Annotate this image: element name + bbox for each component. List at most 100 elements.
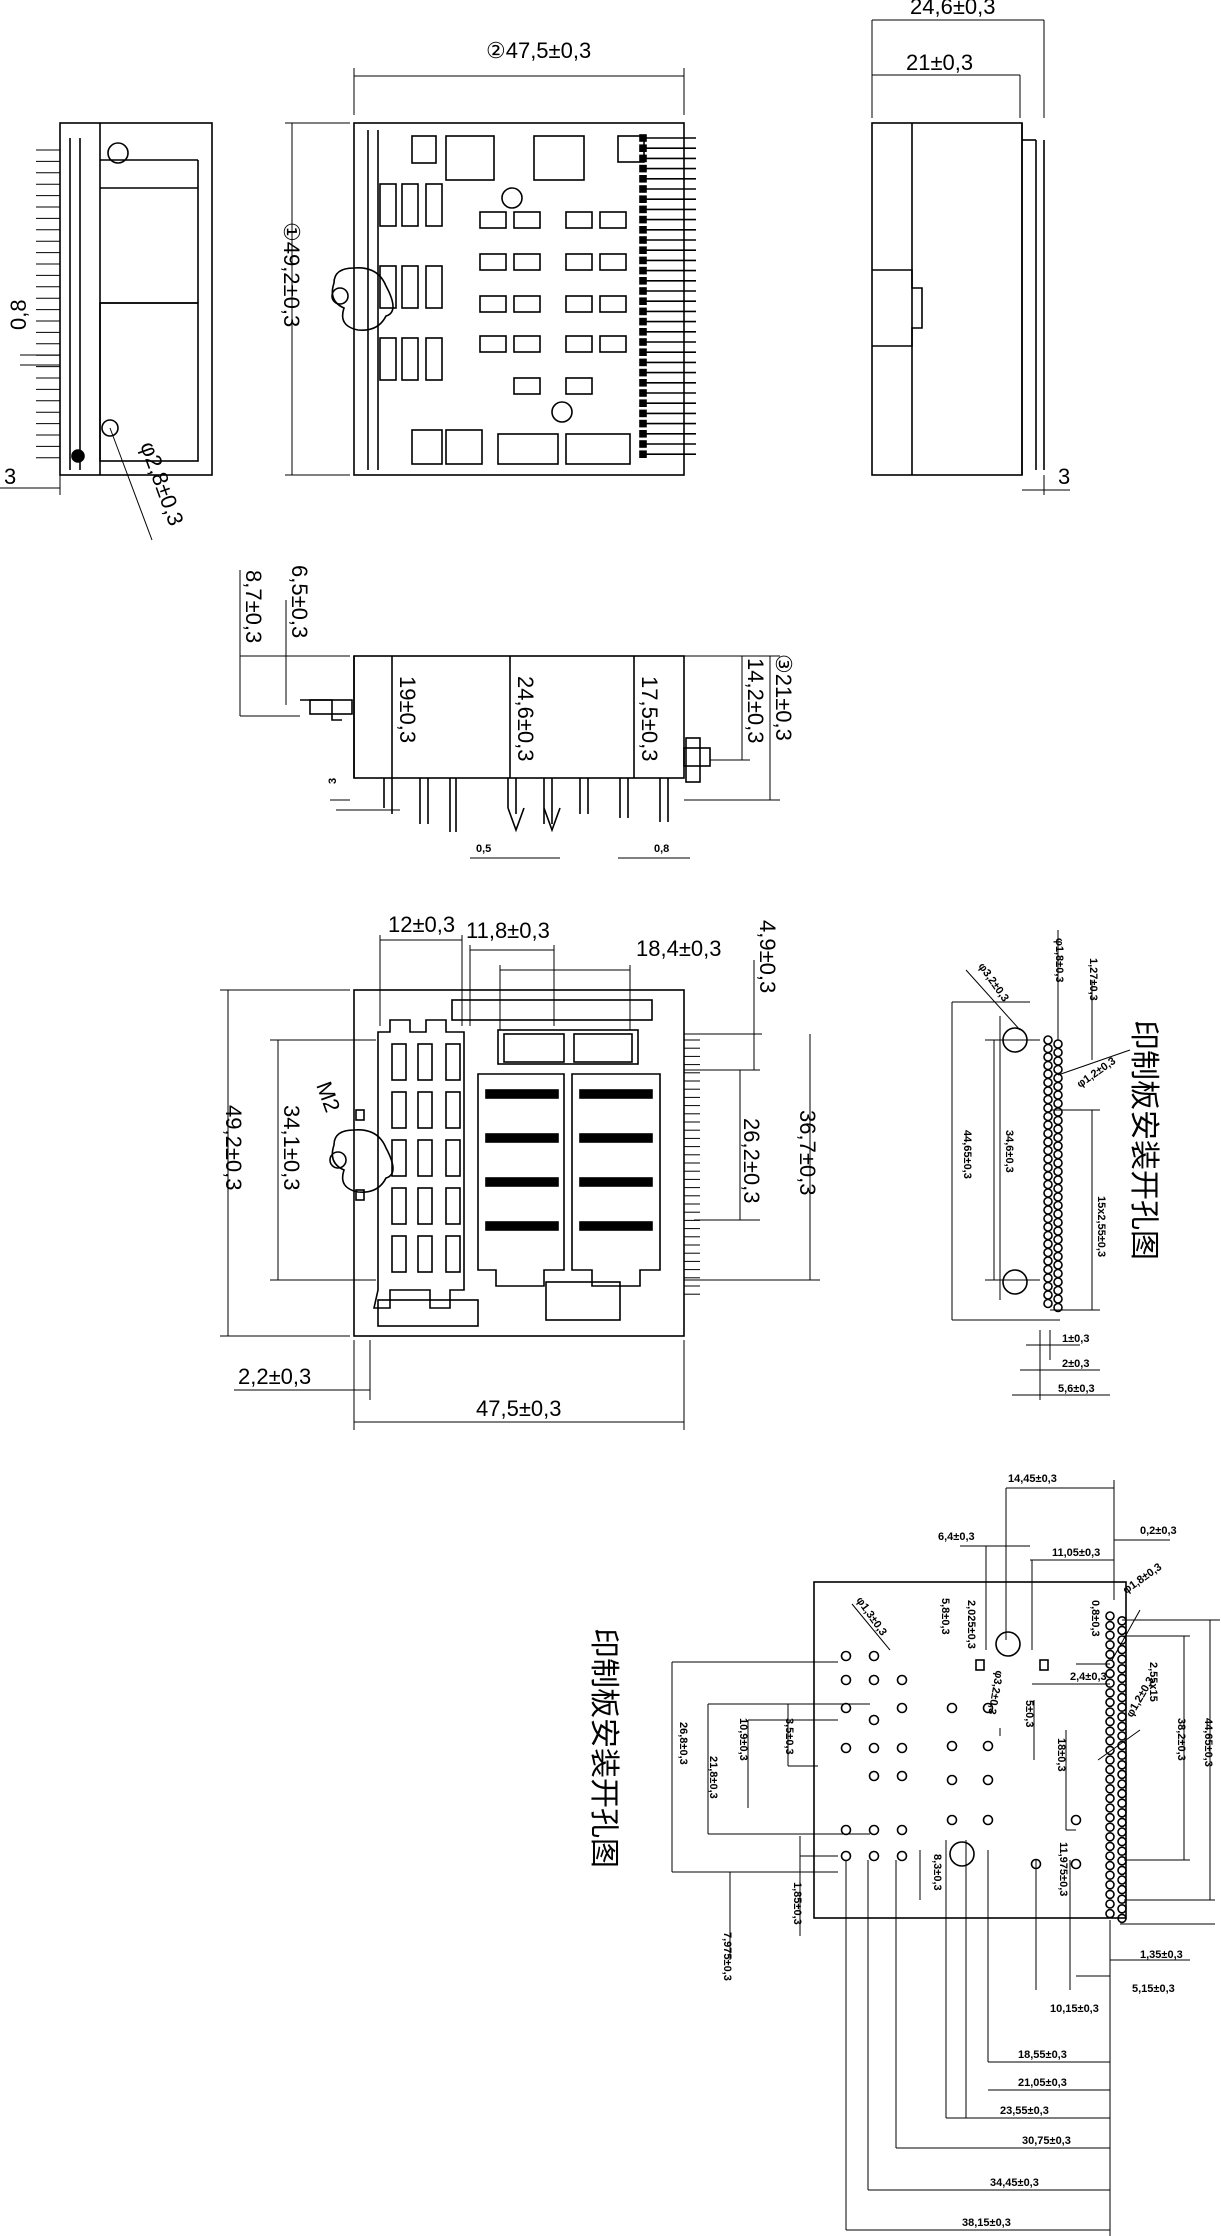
relay-cell [445,1091,461,1129]
relay-cell [379,265,397,309]
pcb-pad [1105,1716,1115,1727]
dim-width-47-5: ②47,5±0,3 [486,38,591,63]
dim-12: 12±0,3 [388,912,455,937]
pcb-pad [1105,1803,1115,1813]
dim-3-small: 3 [327,778,339,784]
pin-pad [639,389,647,397]
pcb-pad [1105,1688,1115,1698]
pcb-pad [1117,1750,1127,1760]
dim-hole-diameter: φ2,8±0,3 [135,438,188,529]
pin-pad [639,256,647,265]
main-dim-t8: 2,025±0,3 [965,1600,977,1649]
main-dim-t16: 26,8±0,3 [677,1722,689,1765]
relay-cell [479,253,507,271]
pcb-pad [1043,1213,1053,1224]
pcb-pad [1117,1721,1127,1732]
relay-cell [401,183,419,227]
dim-2-2: 2,2±0,3 [238,1364,311,1389]
main-dim-t14: 38,2±0,3 [1175,1718,1187,1761]
pcb-pad [1053,1098,1063,1109]
dim-36-7: 36,7±0,3 [795,1110,820,1195]
pcb-pad [1053,1268,1063,1279]
main-dim-t3: 11,05±0,3 [1052,1547,1100,1559]
pcb-pad [1105,1880,1115,1890]
relay-cell [391,1187,407,1225]
relay-cell [565,253,593,271]
pcb-pad [1053,1141,1063,1151]
contact-bar [485,1089,559,1099]
bottom-view [220,935,820,1430]
pcb-pad [1043,1273,1053,1283]
relay-cell [445,1043,461,1081]
pcb-pad [1043,1281,1053,1292]
relay-cell [599,335,627,353]
dim-0-8: 0,8 [654,843,669,855]
pcb-hole [1070,1858,1082,1870]
pcb-pad [1105,1870,1115,1880]
pcb-pad [1043,1145,1053,1156]
dim-pin-offset: 3 [4,464,16,489]
relay-cell [391,1139,407,1177]
pcb-pad [1105,1707,1115,1717]
pcb-pad [1117,1836,1127,1847]
pcb-pad [1105,1851,1115,1861]
pin-pad [639,378,647,387]
pcb-pad [1043,1137,1053,1147]
pin-pad [639,419,647,428]
pcb-pad [1043,1239,1053,1249]
side-dim-1: φ1,8±0,3 [1053,938,1065,983]
pcb-pad [1043,1162,1053,1173]
pcb-pad [1105,1640,1115,1650]
relay-cell [417,1091,433,1129]
pcb-pad [1117,1769,1127,1780]
pcb-caption-side: 印制板安装开孔图 [1126,1020,1161,1260]
main-dim-t17: 10,9±0,3 [737,1718,749,1761]
side-dim-10: 5,6±0,3 [1058,1383,1095,1395]
main-dim-t25: 7,975±0,3 [721,1932,733,1981]
pcb-main-pattern [671,1480,1220,2236]
pin-pad [639,409,647,418]
pcb-hole [840,1824,852,1836]
pcb-hole [946,1814,958,1826]
pcb-pad [1043,1154,1053,1164]
pcb-pad [1043,1111,1053,1122]
pcb-pad [1043,1264,1053,1275]
pin-pad [639,287,647,295]
main-dim-t5: φ1,8±0,3 [1121,1561,1164,1596]
pcb-hole [982,1774,994,1786]
pcb-pad [1117,1760,1127,1770]
pcb-pad [1043,1043,1053,1054]
relay-cell [513,295,541,313]
pcb-pad [1105,1812,1115,1823]
pcb-pad [1105,1908,1115,1919]
pcb-hole [1070,1814,1082,1826]
pcb-hole [868,1714,880,1726]
pcb-pad [1117,1692,1127,1703]
pcb-pad [1043,1120,1053,1130]
pcb-pad [1053,1192,1063,1202]
pcb-pad [1105,1899,1115,1909]
dim-body-21: 21±0,3 [906,50,973,75]
pcb-hole [840,1850,852,1862]
left-side-view [0,122,213,541]
pcb-hole [982,1702,994,1714]
main-dim-b4: 18,55±0,3 [1018,2049,1067,2061]
pcb-pad [1053,1260,1063,1270]
pcb-pad [1043,1077,1053,1088]
pcb-pad [1053,1107,1063,1117]
pcb-caption-main: 印制板安装开孔图 [586,1628,621,1868]
pcb-pad [1043,1222,1053,1232]
pcb-pad [1105,1668,1115,1679]
main-dim-t12: 2,55x15 [1147,1662,1159,1702]
relay-cell [565,295,593,313]
pin-pad [639,358,647,367]
dim-height-49-2: ①49,2±0,3 [279,222,304,327]
relay-cell [599,295,627,313]
pcb-hole [946,1774,958,1786]
pcb-hole [840,1702,852,1714]
pcb-pad [1117,1664,1127,1674]
pin-pad [639,154,647,163]
front-view [285,68,696,476]
main-dim-t10: 0,8±0,3 [1089,1600,1101,1637]
pcb-pad [1117,1654,1127,1664]
